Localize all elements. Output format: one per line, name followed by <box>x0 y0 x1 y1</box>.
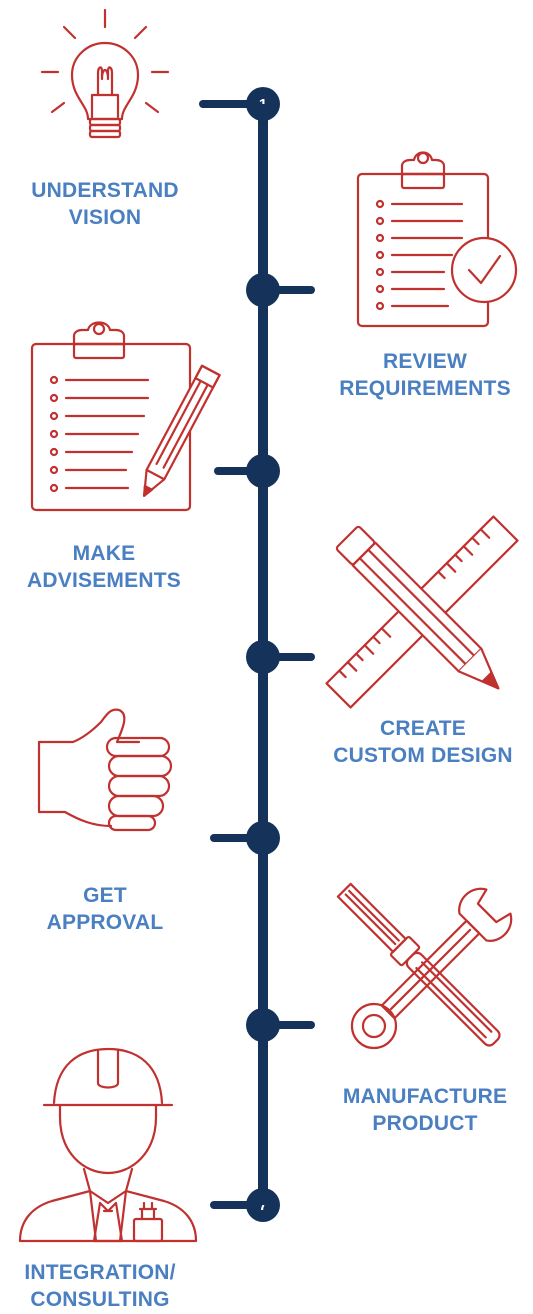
lightbulb-icon <box>40 8 170 139</box>
timeline-node-3: 3 <box>214 454 280 488</box>
clipboard-check-icon <box>356 151 518 328</box>
wrench-screwdriver-icon <box>336 882 513 1050</box>
step-label-6: MANUFACTURE PRODUCT <box>342 1085 508 1135</box>
timeline-node-1: 1 <box>199 87 280 121</box>
timeline-node-6: 6 <box>246 1008 315 1042</box>
step-number-7: 7 <box>259 1197 267 1214</box>
step-label-1: UNDERSTAND VISION <box>31 179 179 229</box>
step-label-3: MAKE ADVISEMENTS <box>27 542 181 592</box>
thumbs-up-icon <box>37 708 173 832</box>
timeline-node-5: 5 <box>210 821 280 855</box>
step-label-2: REVIEW REQUIREMENTS <box>339 350 511 400</box>
engineer-icon <box>18 1047 198 1243</box>
step-label-5: GET APPROVAL <box>46 884 164 934</box>
ruler-pencil-icon <box>325 515 519 709</box>
timeline-node-2: 2 <box>246 273 315 307</box>
timeline-node-7: 7 <box>210 1188 280 1222</box>
step-label-4: CREATE CUSTOM DESIGN <box>333 717 513 767</box>
timeline-node-4: 4 <box>246 640 315 674</box>
clipboard-pencil-icon <box>30 321 221 512</box>
timeline-spine-full <box>258 104 268 1205</box>
step-label-7: INTEGRATION/ CONSULTING <box>24 1261 176 1311</box>
